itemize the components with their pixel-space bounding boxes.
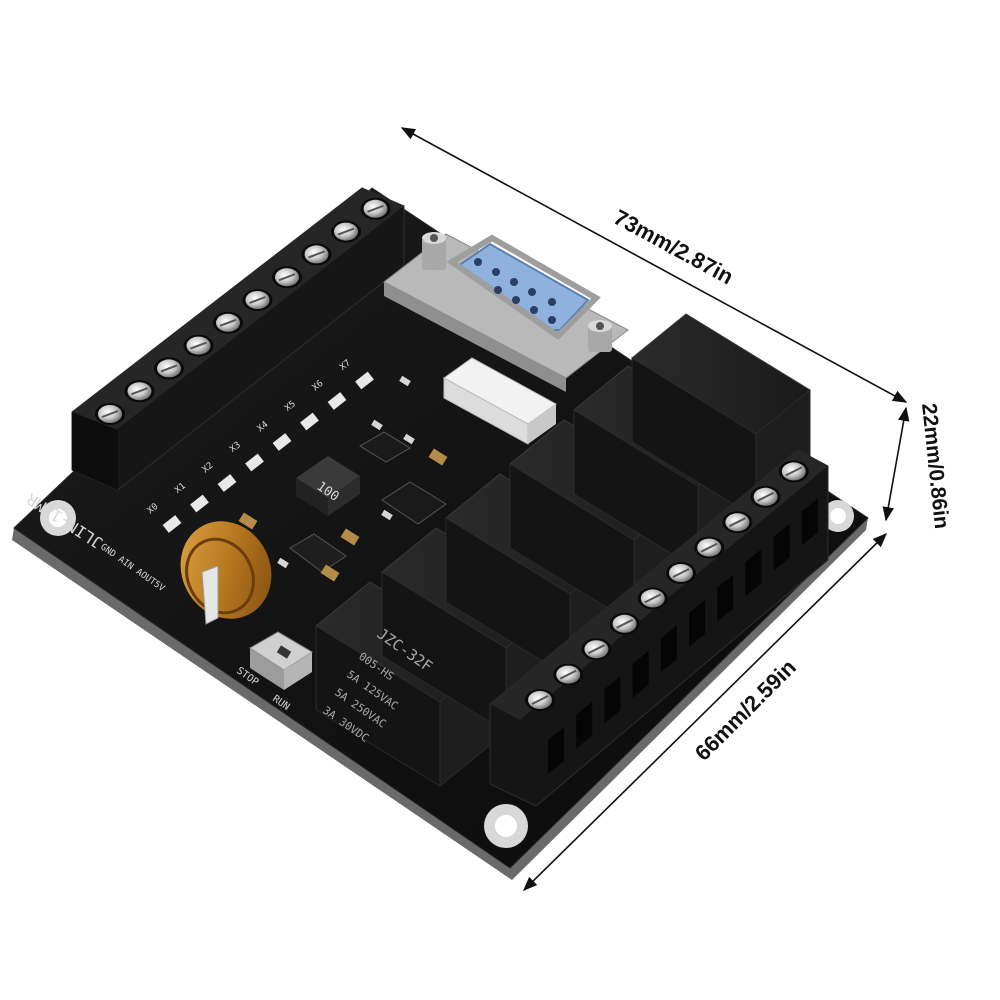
terminal-screw — [609, 612, 640, 635]
depth-dimension-line — [522, 532, 888, 892]
terminal-screw — [213, 311, 243, 334]
terminal-screw — [183, 334, 214, 357]
terminal-screw — [525, 689, 555, 711]
terminal-screw — [154, 357, 184, 380]
terminal-screw — [637, 587, 668, 610]
ic-chip — [359, 431, 411, 463]
input-led — [355, 371, 374, 390]
electrolytic-capacitor — [180, 521, 272, 625]
terminal-screw — [581, 638, 612, 661]
inductor: 100 — [296, 456, 360, 516]
input-led — [300, 412, 319, 431]
input-led — [217, 474, 237, 492]
ic-chip — [381, 481, 447, 525]
input-led — [190, 494, 209, 513]
input-led-row — [162, 371, 374, 533]
terminal-screw — [301, 243, 332, 266]
terminal-screw — [95, 403, 125, 425]
mounting-holes — [40, 500, 854, 848]
standoff-screw — [422, 232, 446, 270]
width-dimension-line — [400, 127, 908, 403]
capacitor-lead — [201, 565, 219, 625]
mounting-hole — [822, 500, 854, 532]
terminal-screw — [272, 266, 302, 289]
terminal-screw — [722, 511, 753, 534]
regulator — [289, 533, 347, 573]
width-dimension-label: 73mm/2.87in — [610, 204, 738, 289]
input-led — [272, 433, 292, 451]
terminal-screw — [778, 460, 809, 483]
mounting-hole — [484, 804, 528, 848]
terminal-screw — [124, 380, 155, 403]
mounting-hole — [40, 500, 76, 536]
input-led — [162, 515, 182, 533]
terminal-screw — [553, 663, 584, 686]
smd-components: 100 — [238, 375, 448, 582]
terminal-screw — [360, 197, 391, 220]
terminal-screw — [694, 536, 725, 559]
height-dimension-label: 22mm/0.86in — [917, 402, 953, 530]
run-stop-switch — [249, 631, 313, 690]
terminal-screw — [750, 485, 781, 508]
input-led — [245, 453, 264, 472]
terminal-screw — [242, 289, 273, 311]
input-led — [327, 392, 347, 410]
terminal-screw — [331, 220, 361, 243]
height-dimension-line — [882, 406, 910, 522]
standoff-screw — [588, 320, 612, 352]
input-terminal-block — [71, 187, 405, 491]
terminal-screw — [666, 562, 696, 584]
